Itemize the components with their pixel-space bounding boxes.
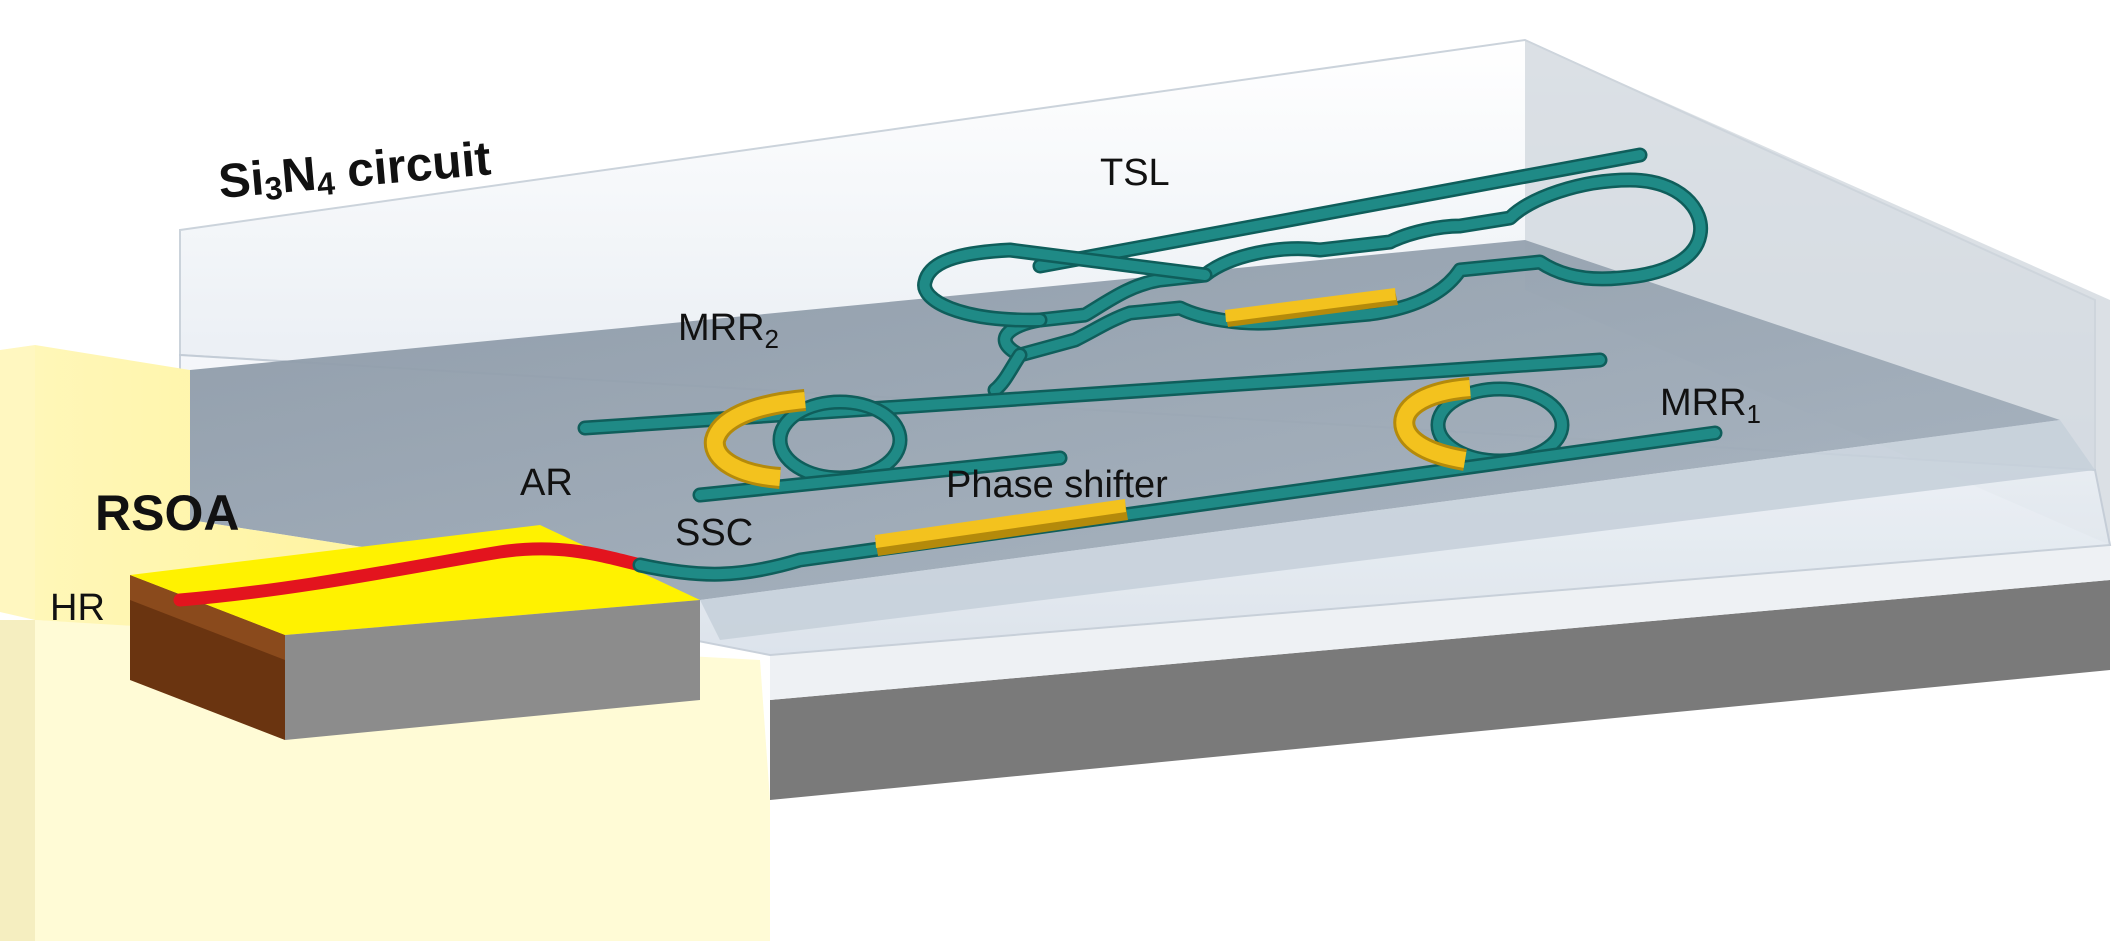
mrr1-heater: [1393, 377, 1472, 471]
phase-shifter-heater: [875, 499, 1128, 556]
mrr2-heater: [703, 389, 807, 489]
mrr2-connector: [987, 347, 1028, 398]
waveguides: [577, 147, 1723, 582]
phase-shifter-label: Phase shifter: [946, 464, 1168, 506]
tsl-loop: [917, 172, 1709, 363]
rsoa-block: [0, 345, 700, 740]
mrr1-label: MRR1: [1660, 382, 1761, 429]
hr-label: HR: [50, 587, 105, 629]
ssc-label: SSC: [675, 512, 753, 554]
heaters: [703, 288, 1472, 556]
loop-heater: [1225, 288, 1398, 327]
tsl-waveguide: [1032, 147, 1648, 274]
rsoa-label: RSOA: [95, 485, 239, 541]
tsl-label: TSL: [1100, 152, 1170, 194]
lower-bus-waveguide: [632, 425, 1723, 582]
mrr2-label: MRR2: [678, 307, 779, 354]
ar-label: AR: [520, 462, 573, 504]
chip-surface: [190, 240, 2095, 640]
